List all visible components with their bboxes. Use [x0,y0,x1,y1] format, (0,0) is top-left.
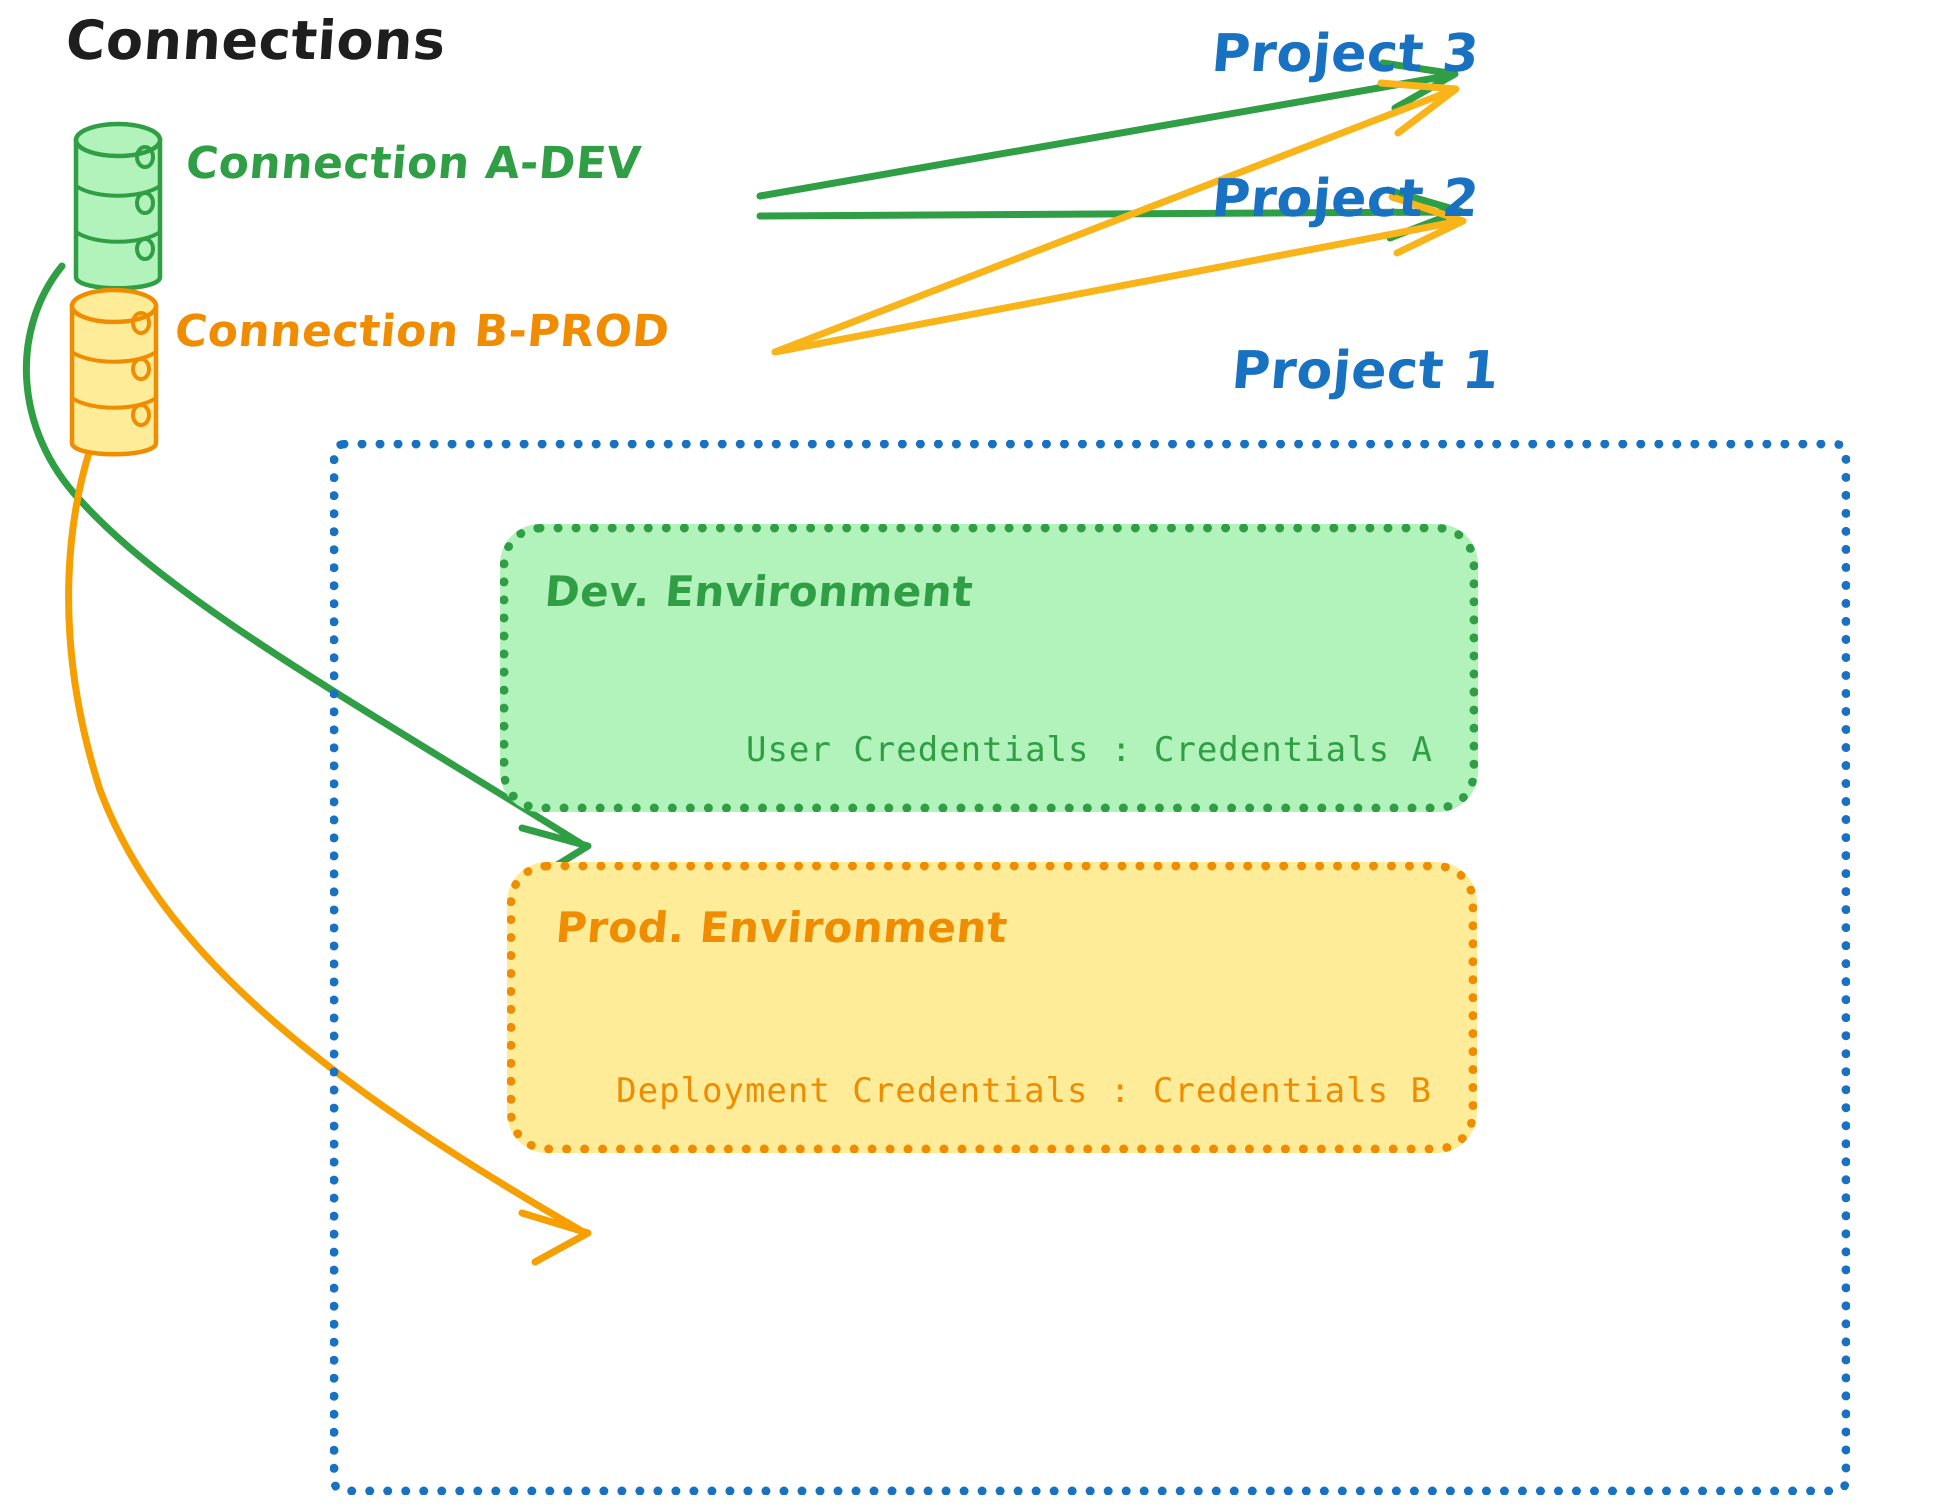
prod-environment-title: Prod. Environment [553,903,1010,952]
dev-environment-box[interactable]: Dev. Environment User Credentials : Cred… [500,524,1478,812]
edge-b-prod-to-project-3 [771,79,1460,356]
connection-b-prod-label[interactable]: Connection B-PROD [172,306,672,357]
database-cylinder-icon[interactable] [69,287,159,457]
connection-a-dev-label[interactable]: Connection A-DEV [183,138,644,189]
project-1-label[interactable]: Project 1 [1229,341,1502,401]
prod-environment-box[interactable]: Prod. Environment Deployment Credentials… [507,862,1477,1153]
project-3-label[interactable]: Project 3 [1209,24,1482,84]
edge-a-dev-to-project-3 [756,59,1459,200]
project-1-container [330,440,1850,1495]
database-cylinder-icon[interactable] [73,121,163,291]
page-title: Connections [63,9,449,72]
prod-environment-credentials: Deployment Credentials : Credentials B [616,1071,1432,1111]
edge-b-prod-to-project-2 [771,193,1467,356]
dev-environment-credentials: User Credentials : Credentials A [745,730,1433,770]
project-2-label[interactable]: Project 2 [1209,169,1482,229]
edge-b-prod-to-prod-environment [65,394,592,1266]
dev-environment-title: Dev. Environment [542,567,976,616]
